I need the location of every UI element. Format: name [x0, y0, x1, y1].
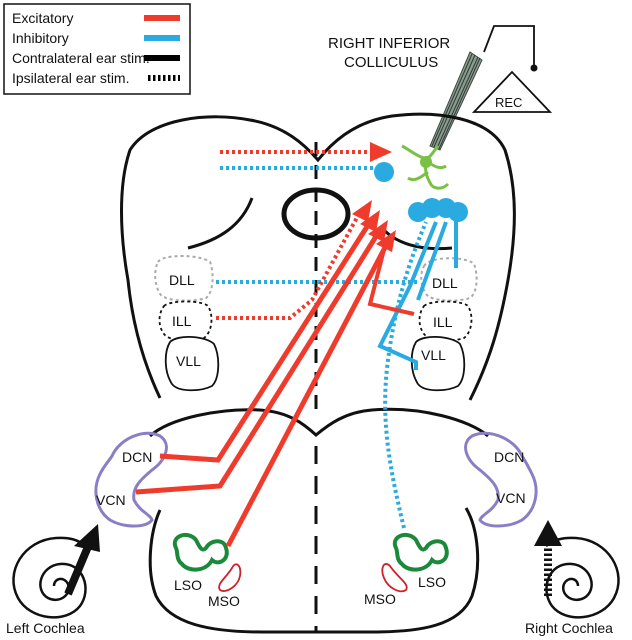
left-cochlear-nucleus [94, 431, 168, 528]
right-mso-label: MSO [364, 591, 396, 607]
right-ill-label: ILL [433, 314, 453, 330]
right-lso-label: LSO [418, 574, 446, 590]
left-mso-nucleus [218, 563, 242, 592]
inhibitory-terminal-2 [422, 198, 442, 218]
right-cochlear-nucleus [464, 431, 538, 528]
legend: Excitatory Inhibitory Contralateral ear … [3, 3, 191, 95]
excitatory-arrowhead-3 [368, 220, 388, 242]
ic-neuron-icon [401, 144, 450, 190]
inhibitory-ill-branch [416, 221, 448, 301]
excitatory-ill-local [367, 241, 415, 316]
left-lso-label: LSO [174, 577, 202, 593]
brainstem-outline [148, 407, 489, 634]
excitatory-arrowhead-upper [370, 142, 392, 162]
recorder-label: REC [495, 95, 522, 110]
left-cochlea-label: Left Cochlea [6, 620, 85, 636]
inhibitory-terminal-4 [448, 202, 468, 222]
excitatory-arrowhead-1 [352, 200, 372, 222]
left-brachium-curve [187, 197, 254, 250]
recorder-triangle-icon [471, 70, 553, 113]
right-dcn-label: DCN [494, 449, 524, 465]
left-mso-label: MSO [208, 593, 240, 609]
right-dll-label: DLL [432, 275, 458, 291]
title-line-2: COLLICULUS [344, 54, 438, 71]
right-ill-nucleus [418, 300, 473, 342]
inhibitory-lso-ascending [383, 221, 428, 529]
left-cochlea-arrow-icon [64, 524, 100, 596]
left-lemniscal-nuclei: DLL ILL VLL [154, 255, 220, 392]
recording-wire-terminal [530, 64, 538, 72]
inhibitory-terminal-upper [374, 162, 394, 182]
excitatory-vcn-to-ic [135, 228, 383, 495]
inhibitory-vll-loop [377, 221, 438, 370]
legend-label-contralateral: Contralateral ear stim. [12, 50, 150, 66]
right-lso-nucleus [392, 532, 449, 572]
electrode-bundle-icon [429, 51, 483, 151]
legend-label-excitatory: Excitatory [12, 10, 73, 26]
left-vll-nucleus [164, 336, 220, 392]
right-lemniscal-nuclei: DLL ILL VLL [410, 257, 478, 392]
right-mso-nucleus [381, 563, 408, 593]
title-line-1: RIGHT INFERIOR [328, 35, 450, 52]
legend-label-ipsilateral: Ipsilateral ear stim. [12, 70, 129, 86]
recording-setup: REC [471, 25, 553, 113]
left-ill-label: ILL [172, 313, 192, 329]
cerebral-aqueduct [281, 187, 351, 241]
right-cochlea-arrow-icon [534, 520, 562, 596]
right-cochlea-spiral-icon [545, 536, 620, 619]
excitatory-ill-crossing [216, 211, 362, 320]
left-dll-label: DLL [169, 272, 195, 288]
midbrain-outline [120, 112, 516, 401]
legend-label-inhibitory: Inhibitory [12, 30, 69, 46]
excitatory-pathways [135, 142, 415, 548]
right-brachium-curve [380, 226, 453, 251]
recording-wire [483, 25, 535, 68]
left-dcn-label: DCN [122, 449, 152, 465]
excitatory-lso-to-ic [225, 236, 393, 548]
inhibitory-pathways [216, 162, 468, 529]
left-vcn-label: VCN [96, 492, 126, 508]
left-dll-nucleus [154, 255, 214, 302]
right-vll-nucleus [410, 336, 466, 392]
excitatory-arrowhead-2 [360, 210, 380, 232]
right-vcn-label: VCN [496, 490, 526, 506]
excitatory-dcn-to-ic [159, 220, 373, 463]
left-vll-label: VLL [176, 353, 201, 369]
left-lso-nucleus [172, 532, 229, 572]
right-vll-label: VLL [421, 347, 446, 363]
excitatory-arrowhead-4 [376, 230, 396, 252]
right-cochlea-label: Right Cochlea [525, 620, 613, 636]
